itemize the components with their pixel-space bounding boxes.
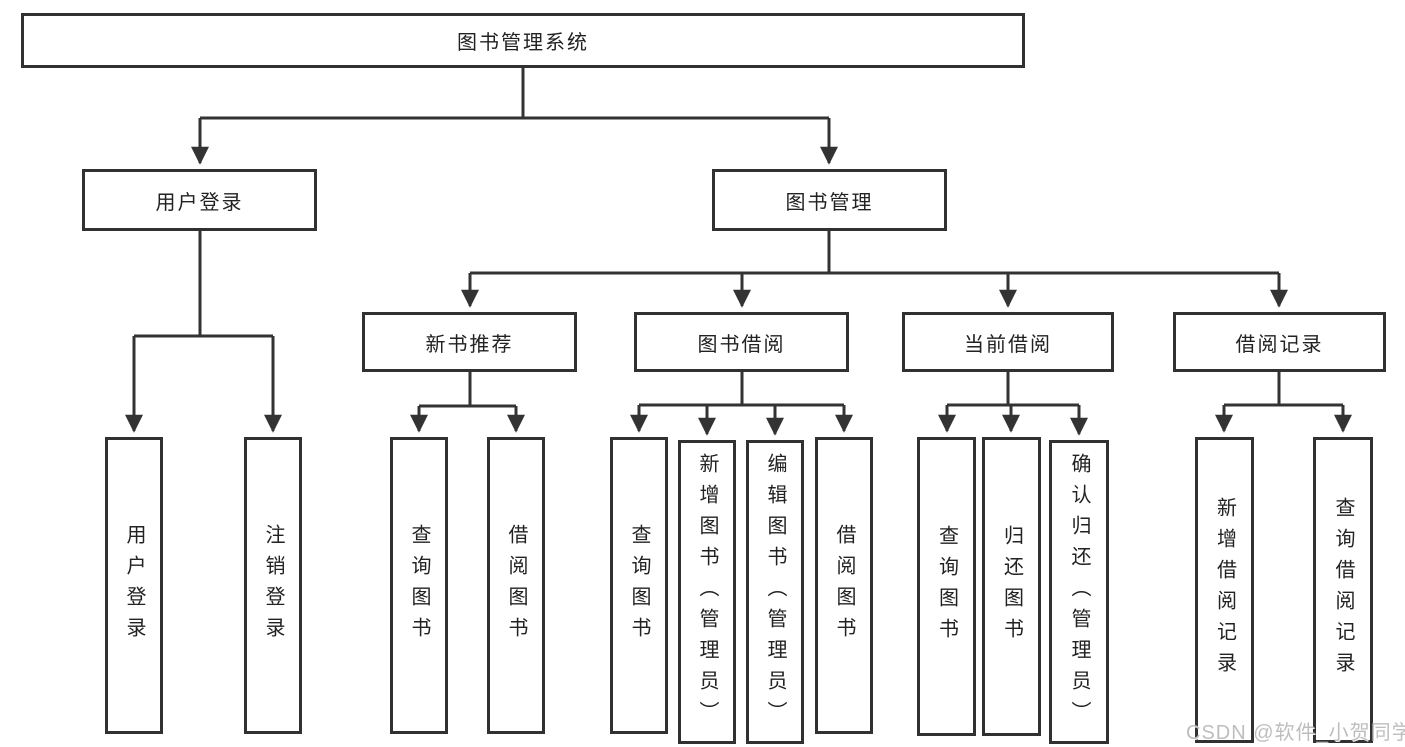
node-current-borrowing-label: 当前借阅 [964,333,1052,356]
leaf-logout-label: 注销登录 [262,523,284,648]
node-borrowing-records: 借阅记录 [1173,312,1386,372]
node-user-login-label: 用户登录 [155,191,244,214]
leaf-add-borrow-record-label: 新增借阅记录 [1213,497,1236,683]
leaf-add-borrow-record: 新增借阅记录 [1195,437,1254,743]
node-current-borrowing: 当前借阅 [902,312,1114,372]
node-book-management-label: 图书管理 [785,191,874,214]
node-new-book-recommend: 新书推荐 [362,312,577,372]
leaf-query-books-3-label: 查询图书 [935,524,958,649]
leaf-add-books-admin: 新增图书（管理员） [678,440,736,744]
leaf-confirm-return-admin-label: 确认归还（管理员） [1068,452,1090,732]
node-book-borrowing: 图书借阅 [634,312,849,372]
node-borrowing-records-label: 借阅记录 [1235,333,1324,356]
leaf-query-books-3: 查询图书 [917,437,976,736]
leaf-confirm-return-admin: 确认归还（管理员） [1049,440,1109,744]
node-new-book-recommend-label: 新书推荐 [425,333,514,356]
node-root-label: 图书管理系统 [457,32,589,54]
leaf-edit-books-admin: 编辑图书（管理员） [746,440,804,744]
leaf-edit-books-admin-label: 编辑图书（管理员） [764,452,786,732]
leaf-logout: 注销登录 [244,437,302,734]
leaf-query-books-1-label: 查询图书 [408,523,430,648]
leaf-borrow-books-2: 借阅图书 [815,437,873,734]
leaf-return-books-label: 归还图书 [1000,524,1023,649]
leaf-borrow-books-1: 借阅图书 [487,437,545,734]
csdn-watermark: CSDN @软件_小贺同学 [1186,722,1405,744]
node-root-system: 图书管理系统 [21,13,1025,68]
leaf-user-login: 用户登录 [105,437,163,734]
leaf-return-books: 归还图书 [982,437,1041,736]
node-book-borrowing-label: 图书借阅 [697,333,786,356]
leaf-borrow-books-2-label: 借阅图书 [833,523,855,648]
leaf-query-borrow-record: 查询借阅记录 [1313,437,1373,743]
leaf-user-login-label: 用户登录 [123,523,145,648]
leaf-query-borrow-record-label: 查询借阅记录 [1332,497,1354,683]
leaf-add-books-admin-label: 新增图书（管理员） [696,452,718,732]
leaf-borrow-books-1-label: 借阅图书 [505,523,527,648]
node-user-login: 用户登录 [82,169,317,231]
leaf-query-books-1: 查询图书 [390,437,448,734]
node-book-management: 图书管理 [712,169,947,231]
leaf-query-books-2: 查询图书 [610,437,668,734]
leaf-query-books-2-label: 查询图书 [628,523,650,648]
